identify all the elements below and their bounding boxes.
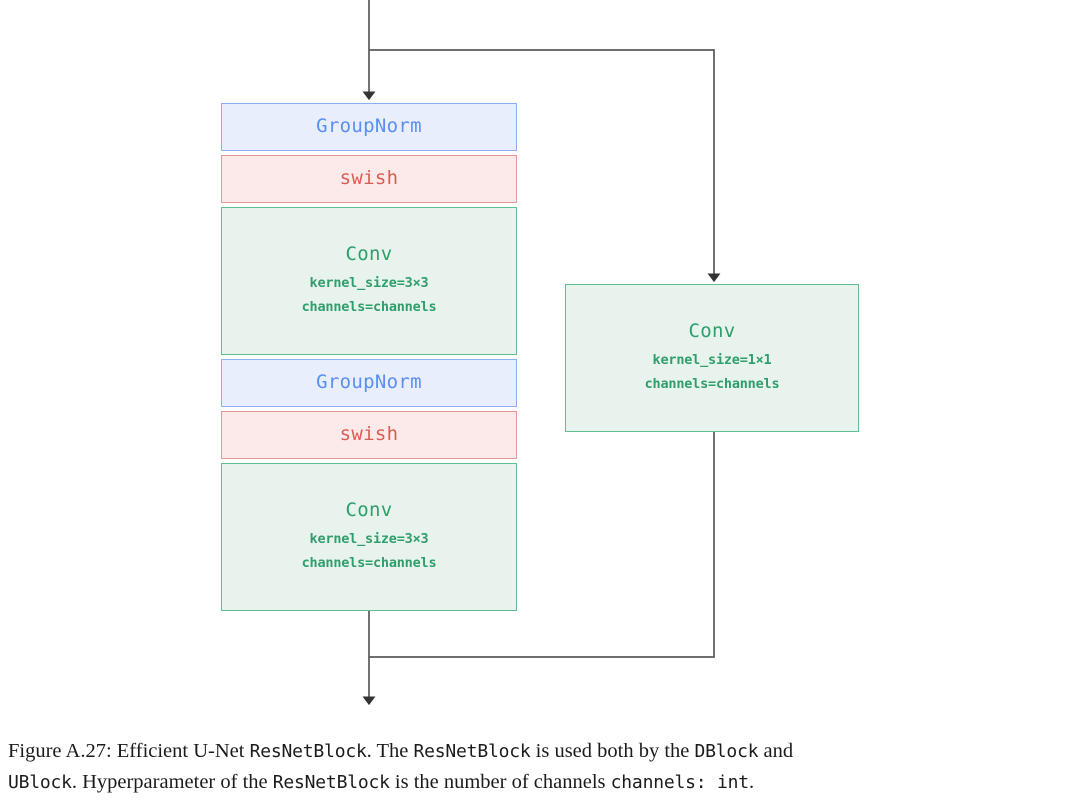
figure-caption: Figure A.27: Efficient U-Net ResNetBlock… (8, 736, 1074, 798)
caption-text: . The (366, 740, 414, 762)
resnetblock-diagram: GroupNorm swish Conv kernel_size=3×3 cha… (221, 0, 859, 706)
node-param-channels: channels=channels (301, 298, 437, 315)
caption-code-resnetblock: ResNetBlock (249, 741, 367, 762)
node-param-channels: channels=channels (301, 554, 437, 571)
caption-code-ublock: UBlock (8, 772, 72, 793)
diagram-connectors (362, 0, 721, 706)
caption-text: is used both by the (530, 740, 695, 762)
caption-text: is the number of channels (389, 771, 611, 793)
edge-skip-conv-to-merge (369, 432, 715, 658)
node-label: swish (339, 423, 399, 446)
caption-code-resnetblock: ResNetBlock (272, 772, 390, 793)
node-param-kernel-size: kernel_size=3×3 (309, 531, 429, 548)
node-conv-1[interactable]: Conv kernel_size=3×3 channels=channels (221, 207, 517, 355)
caption-text: . Hyperparameter of the (71, 771, 273, 793)
caption-text: and (758, 740, 794, 762)
caption-code-channels-int: channels: int (610, 772, 749, 793)
node-label: GroupNorm (316, 371, 422, 394)
node-groupnorm-2[interactable]: GroupNorm (221, 359, 517, 407)
node-label: Conv (688, 319, 736, 342)
node-groupnorm-1[interactable]: GroupNorm (221, 103, 517, 151)
node-label: swish (339, 167, 399, 190)
node-swish-1[interactable]: swish (221, 155, 517, 203)
caption-code-dblock: DBlock (694, 741, 759, 762)
caption-text: . (748, 771, 755, 793)
node-label: Conv (345, 242, 393, 265)
node-label: GroupNorm (316, 115, 422, 138)
caption-code-resnetblock: ResNetBlock (413, 741, 531, 762)
node-param-channels: channels=channels (644, 375, 780, 392)
node-param-kernel-size: kernel_size=1×1 (652, 352, 772, 369)
node-conv-2[interactable]: Conv kernel_size=3×3 channels=channels (221, 463, 517, 611)
node-swish-2[interactable]: swish (221, 411, 517, 459)
edge-input-branch-to-skip-conv (369, 49, 721, 283)
node-skip-conv[interactable]: Conv kernel_size=1×1 channels=channels (565, 284, 859, 432)
caption-text: Figure A.27: Efficient U-Net (8, 740, 250, 762)
node-param-kernel-size: kernel_size=3×3 (309, 275, 429, 292)
node-label: Conv (345, 498, 393, 521)
